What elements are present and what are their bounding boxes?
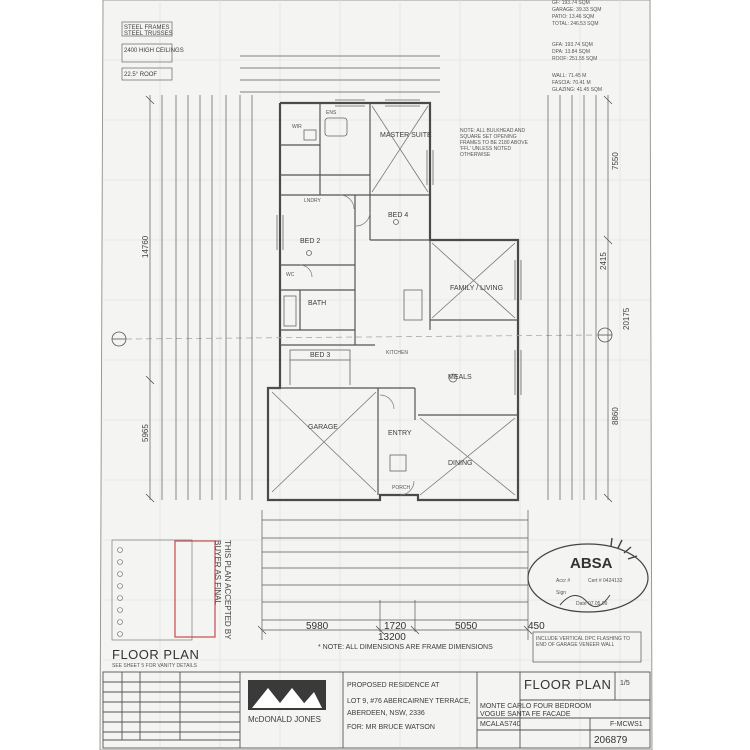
dim-seg1: 5980	[306, 621, 329, 632]
dim-left-b: 5965	[141, 424, 150, 442]
area-item: TOTAL: 246.53 SQM	[552, 21, 599, 27]
note-steel-frames: STEEL FRAMES	[124, 25, 170, 31]
dim-seg4: 450	[528, 621, 545, 632]
area-item: FASCIA: 70.41 M	[552, 80, 591, 86]
room-label-kitchen: KITCHEN	[386, 350, 408, 356]
acceptance-stamp-line2: BUYER AS FINAL	[213, 540, 222, 605]
absa-accreditation: Accr #	[556, 578, 571, 584]
absa-certificate: Cert # 0424132	[588, 578, 623, 584]
absa-date: Date 07.05.09	[576, 601, 608, 607]
dim-right-c: 8860	[611, 407, 620, 425]
room-label-entry: ENTRY	[388, 430, 412, 437]
plan-title: FLOOR PLAN	[112, 647, 200, 662]
area-item: GFA: 193.74 SQM	[552, 42, 593, 48]
room-label-bath: BATH	[308, 300, 327, 307]
room-label-wir: WIR	[292, 124, 302, 130]
room-label-family: FAMILY / LIVING	[450, 285, 504, 292]
facade-name: VOGUE SANTA FE FACADE	[480, 711, 571, 718]
area-schedule: GF: 193.74 SQM GARAGE: 39.33 SQM PATIO: …	[552, 0, 647, 94]
room-label-meals: MEALS	[448, 374, 472, 381]
area-item: GLAZING: 41.45 SQM	[552, 87, 603, 93]
area-item: ROOF: 251.55 SQM	[552, 56, 598, 62]
area-item: PATIO: 13.46 SQM	[552, 14, 595, 20]
dim-right-d: 20175	[622, 307, 631, 330]
dpc-note: INCLUDE VERTICAL DPC FLASHING TO END OF …	[536, 636, 631, 648]
dim-left-a: 14760	[141, 235, 150, 258]
dimension-note: * NOTE: ALL DIMENSIONS ARE FRAME DIMENSI…	[318, 644, 493, 651]
acceptance-stamp-line1: THIS PLAN ACCEPTED BY	[223, 540, 232, 640]
company-name: McDONALD JONES	[248, 715, 321, 724]
sheet-number: 1/5	[620, 680, 630, 687]
sheet-title: FLOOR PLAN	[524, 677, 612, 692]
room-label-bed2: BED 2	[300, 238, 321, 245]
dim-right-a: 7550	[611, 152, 620, 170]
area-item: DPA: 13.84 SQM	[552, 49, 590, 55]
area-item: GARAGE: 39.33 SQM	[552, 7, 602, 13]
absa-logo: ABSA	[570, 555, 613, 572]
project-heading: PROPOSED RESIDENCE AT	[347, 682, 440, 689]
job-number: 206879	[594, 735, 628, 746]
room-label-dining: DINING	[448, 460, 473, 467]
general-note: NOTE: ALL BULKHEAD AND SQUARE SET OPENIN…	[460, 128, 528, 158]
plan-subtitle: SEE SHEET 5 FOR VANITY DETAILS	[112, 663, 197, 669]
drawing-code: MCALAS740	[480, 721, 521, 728]
project-client: FOR: MR BRUCE WATSON	[347, 724, 435, 731]
design-name: MONTE CARLO FOUR BEDROOM	[480, 703, 592, 710]
dim-seg3: 5050	[455, 621, 478, 632]
absa-sign: Sign	[556, 590, 567, 596]
dim-overall: 13200	[378, 632, 406, 643]
room-label-garage: GARAGE	[308, 424, 338, 431]
room-label-laundry: LNDRY	[304, 198, 321, 204]
note-ceiling-height: 2400 HIGH CEILINGS	[124, 48, 184, 54]
job-code: F-MCWS1	[610, 721, 643, 728]
area-item: WALL: 71.45 M	[552, 73, 587, 79]
project-address-line2: ABERDEEN, NSW, 2336	[347, 710, 425, 717]
room-label-porch: PORCH	[392, 485, 411, 491]
room-label-bed4: BED 4	[388, 212, 409, 219]
room-label-bed3: BED 3	[310, 352, 331, 359]
room-label-wc: WC	[286, 272, 295, 278]
project-address-line1: LOT 9, #76 ABERCAIRNEY TERRACE,	[347, 698, 471, 705]
area-item: GF: 193.74 SQM	[552, 0, 590, 6]
company-logo-icon	[248, 680, 326, 710]
room-label-master: MASTER SUITE	[380, 132, 432, 139]
room-label-ensuite: ENS	[326, 110, 337, 116]
dim-right-b: 2415	[599, 252, 608, 270]
note-roof-pitch: 22.5° ROOF	[124, 72, 158, 78]
dim-seg2: 1720	[384, 621, 407, 632]
note-steel-trusses: STEEL TRUSSES	[124, 31, 173, 37]
